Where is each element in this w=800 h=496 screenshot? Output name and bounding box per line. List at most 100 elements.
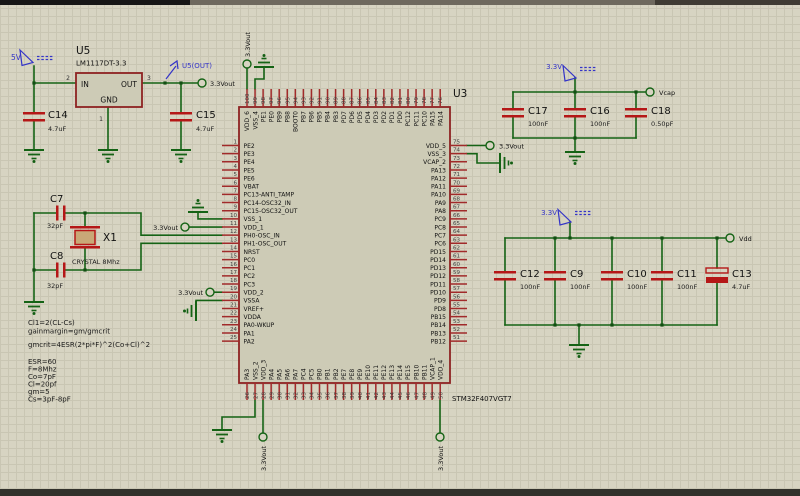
mcu-pin-name: PA15 [429, 111, 436, 126]
mcu-pin-number: 33 [302, 392, 308, 399]
capacitor-plate[interactable] [601, 278, 623, 281]
capacitor-plate[interactable] [56, 205, 59, 221]
mcu-pin-number: 36 [326, 392, 332, 399]
wire-vss4-gnd [254, 66, 265, 90]
capacitor-plate[interactable] [494, 271, 516, 274]
capacitor-plate[interactable] [564, 115, 586, 118]
mcu-pin-name: PC12 [405, 111, 412, 127]
power-flag-5v[interactable]: 5V [11, 48, 53, 67]
mcu-pin-name: PE4 [244, 159, 255, 166]
power-flag-3v3-top[interactable]: 3.3V [546, 63, 596, 82]
mcu-pin-name: PC4 [301, 368, 308, 380]
mcu-pin-number: 94 [293, 97, 299, 104]
terminal-3v3out-vdd3[interactable] [258, 432, 268, 442]
capacitor-plate-negative[interactable] [706, 277, 728, 283]
terminal-vcap[interactable] [645, 87, 655, 97]
regulator-pin-gnd-label: GND [100, 96, 117, 105]
capacitor-plate[interactable] [625, 115, 647, 118]
note-line: Co=7pF [28, 373, 56, 381]
capacitor-plate[interactable] [544, 271, 566, 274]
mcu-pin-number: 95 [285, 97, 291, 104]
capacitor-plate[interactable] [63, 205, 66, 221]
capacitor-value: 100nF [677, 283, 698, 291]
mcu-pin-number: 18 [230, 278, 237, 284]
mcu-pin-name: PB15 [431, 314, 447, 321]
capacitor-plate[interactable] [651, 271, 673, 274]
terminal-3v3out-vdd5[interactable] [485, 140, 495, 151]
capacitor-plate[interactable] [601, 271, 623, 274]
regulator-part: LM1117DT-3.3 [76, 60, 126, 68]
capacitor-ref: C11 [677, 269, 697, 280]
crystal-x1[interactable]: X1 CRYSTAL 8Mhz [70, 226, 120, 266]
capacitor-plate[interactable] [23, 112, 45, 115]
mcu-pin-name: PA6 [284, 369, 291, 380]
capacitor-plate[interactable] [564, 108, 586, 111]
mcu-body[interactable] [238, 106, 451, 384]
capacitor-plate-positive[interactable] [705, 267, 729, 274]
mcu-pin-name: PE11 [373, 365, 380, 380]
mcu-pin-number: 90 [326, 97, 332, 104]
mcu-pin-name: VDD_4 [437, 360, 444, 380]
junction-dot [610, 323, 614, 327]
terminal-3v3out-u5[interactable] [197, 78, 207, 88]
terminals: 3.3Vout 3.3Vout 3.3Vout 3.3Vout 3.3Vout … [153, 32, 752, 471]
terminal-3v3out-vdd2[interactable] [205, 287, 215, 297]
capacitor-plate[interactable] [23, 119, 45, 122]
regulator-u5[interactable]: U5 LM1117DT-3.3 IN OUT GND 2 3 1 [66, 45, 151, 123]
mcu-pin-number: 38 [342, 392, 348, 399]
capacitor-plate[interactable] [502, 108, 524, 111]
mcu-pin-name: PA9 [435, 200, 446, 207]
net-flag-u5out[interactable]: U5(OUT) [165, 59, 212, 80]
junction-dot [553, 323, 557, 327]
terminal-label: 3.3Vout [437, 446, 445, 471]
power-flag-arrow-icon [557, 207, 573, 226]
mcu-pin-name: PC10 [421, 111, 428, 127]
mcu-pin-number: 48 [422, 392, 428, 399]
mcu-pin-number: 59 [453, 270, 460, 276]
mcu-pin-number: 8 [234, 197, 238, 203]
mcu-pin-name: VBAT [244, 184, 260, 191]
regulator-body[interactable] [75, 72, 143, 108]
mcu-pin-number: 98 [261, 97, 267, 104]
capacitor-value: 32pF [47, 222, 63, 230]
mcu-pin-name: PB10 [413, 364, 420, 380]
terminal-label: Vcap [659, 89, 675, 97]
capacitor-plate[interactable] [625, 108, 647, 111]
capacitor-value: 100nF [528, 120, 549, 128]
junction-dot [573, 90, 577, 94]
mcu-pin-number: 3 [234, 156, 238, 162]
ground-icon [569, 344, 589, 358]
power-flag-5v-label: 5V [11, 53, 22, 62]
power-flag-arrow-icon [19, 48, 35, 67]
capacitor-plate[interactable] [651, 278, 673, 281]
mcu-pin-name: PD3 [373, 111, 380, 123]
mcu-pin-name: PE9 [357, 369, 364, 380]
design-notes: Cl1=2(CL-Cs) gainmargin=gm/gmcrit gmcrit… [28, 319, 150, 404]
terminal-3v3out-vdd6[interactable] [242, 59, 252, 69]
junction-dot [715, 236, 719, 240]
ground-icon [171, 149, 191, 163]
mcu-pin-number: 21 [230, 303, 237, 309]
mcu-pin-name: PA13 [431, 167, 446, 174]
capacitor-plate[interactable] [544, 278, 566, 281]
power-flag-3v3-mid[interactable]: 3.3V [541, 207, 591, 226]
crystal-body[interactable] [74, 229, 96, 246]
power-flag-arrow-icon [562, 63, 578, 82]
capacitor-plate[interactable] [170, 119, 192, 122]
mcu-pin-number: 74 [453, 148, 460, 154]
terminal-vdd[interactable] [725, 233, 735, 243]
mcu-pin-number: 84 [374, 97, 380, 104]
capacitor-plate[interactable] [63, 262, 66, 278]
capacitor-plate[interactable] [494, 278, 516, 281]
ground-icon [212, 429, 232, 443]
mcu-pin-number: 63 [453, 237, 460, 243]
capacitor-plate[interactable] [56, 262, 59, 278]
capacitor-value: 32pF [47, 282, 63, 290]
wire-osc-out [84, 242, 223, 271]
terminal-3v3out-vdd4[interactable] [435, 432, 445, 442]
regulator-pin-gnd-num: 1 [99, 116, 103, 123]
note-line: F=8Mhz [28, 366, 57, 374]
capacitor-plate[interactable] [170, 112, 192, 115]
capacitor-plate[interactable] [502, 115, 524, 118]
terminal-3v3out-vdd1[interactable] [180, 222, 190, 232]
